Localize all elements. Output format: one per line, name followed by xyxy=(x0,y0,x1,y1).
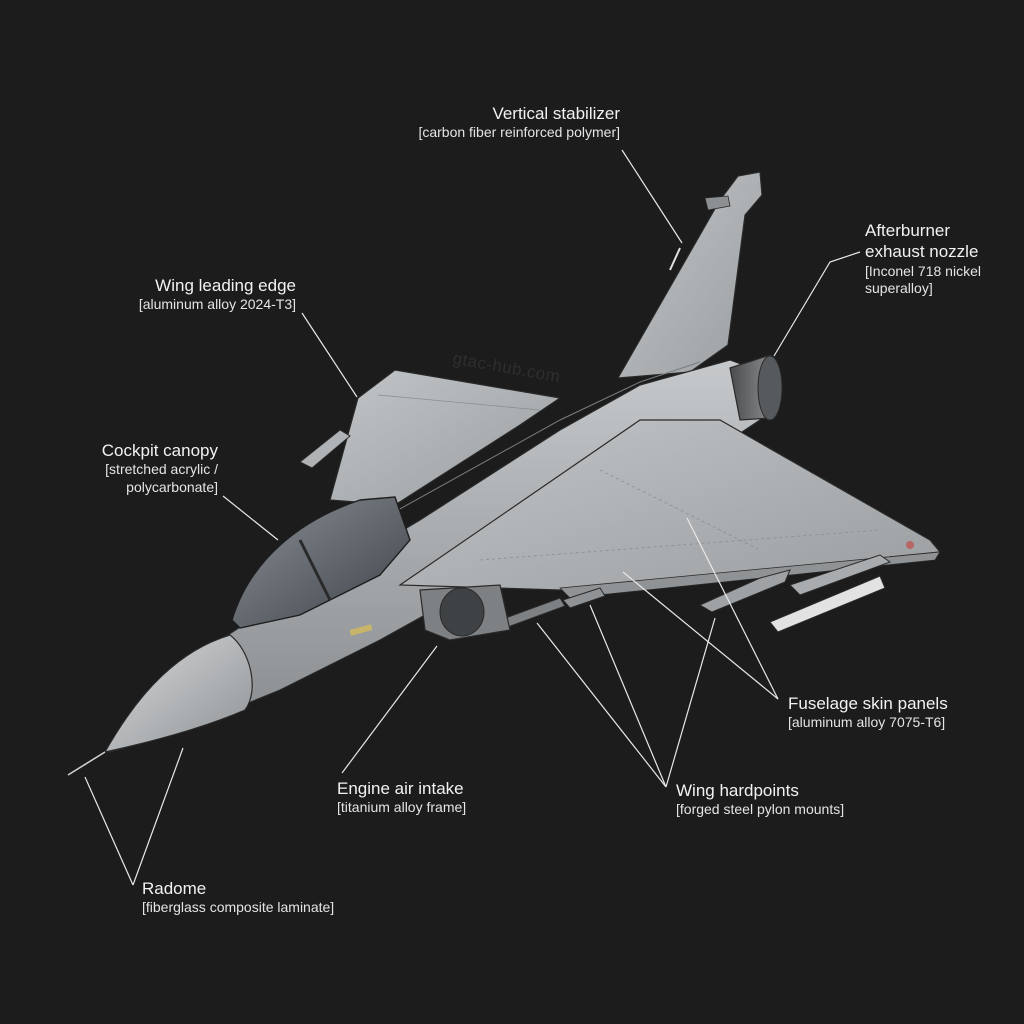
callout-engine-intake: Engine air intake [titanium alloy frame] xyxy=(337,778,537,817)
leader-hardpoints-3 xyxy=(665,617,716,788)
callout-title: Vertical stabilizer xyxy=(492,104,620,123)
radome-shape xyxy=(67,634,253,776)
callout-material-line1: [stretched acrylic / xyxy=(105,461,218,478)
callout-fuselage-skin: Fuselage skin panels [aluminum alloy 707… xyxy=(788,693,1008,732)
callout-material-line2: superalloy] xyxy=(865,280,933,296)
leader-hardpoints-1 xyxy=(536,622,667,788)
callout-title: Engine air intake xyxy=(337,779,464,798)
callout-wing-hardpoints: Wing hardpoints [forged steel pylon moun… xyxy=(676,780,896,819)
callout-title: Radome xyxy=(142,879,207,898)
yellow-marking xyxy=(349,624,373,636)
callout-material-line1: [Inconel 718 nickel xyxy=(865,262,981,279)
roundel xyxy=(906,541,914,549)
callout-material: [aluminum alloy 7075-T6] xyxy=(788,714,946,731)
callout-material: [aluminum alloy 2024-T3] xyxy=(138,296,296,313)
vertical-stabilizer-shape xyxy=(616,171,763,379)
callout-title-line1: Afterburner xyxy=(865,221,951,240)
callout-material-line2: polycarbonate] xyxy=(126,478,218,495)
callout-title-line2: exhaust nozzle xyxy=(865,242,979,262)
callout-vertical-stabilizer: Vertical stabilizer [carbon fiber reinfo… xyxy=(380,103,620,142)
leader-cockpit-canopy xyxy=(222,495,279,541)
leader-hardpoints-2 xyxy=(589,604,667,788)
callout-material: [titanium alloy frame] xyxy=(337,799,467,816)
leader-fuselage-1 xyxy=(622,571,779,700)
canopy-shape xyxy=(231,496,411,629)
leader-vertical-stabilizer xyxy=(621,149,683,244)
callout-cockpit-canopy: Cockpit canopy [stretched acrylic / poly… xyxy=(70,440,218,496)
leader-afterburner xyxy=(773,251,861,357)
leader-fuselage-2 xyxy=(686,517,779,700)
leader-engine-intake xyxy=(341,645,438,774)
callout-material: [carbon fiber reinforced polymer] xyxy=(418,124,620,141)
callout-afterburner: Afterburner exhaust nozzle [Inconel 718 … xyxy=(865,220,1015,298)
leader-radome-1 xyxy=(84,776,134,886)
afterburner-nozzle-shape xyxy=(729,354,783,421)
wing-stores xyxy=(499,554,892,633)
callout-wing-leading-edge: Wing leading edge [aluminum alloy 2024-T… xyxy=(100,275,296,314)
leader-lines xyxy=(84,149,861,886)
callout-title: Cockpit canopy xyxy=(101,441,218,460)
engine-intake-shape xyxy=(419,584,511,641)
left-wingtip-missile xyxy=(299,429,351,469)
callout-title: Wing hardpoints xyxy=(676,781,799,800)
callout-title: Wing leading edge xyxy=(155,276,296,295)
right-wing xyxy=(398,419,942,599)
callout-radome: Radome [fiberglass composite laminate] xyxy=(142,878,402,917)
callout-title: Fuselage skin panels xyxy=(788,694,948,713)
callout-material: [forged steel pylon mounts] xyxy=(676,801,845,818)
leader-radome-2 xyxy=(132,747,184,886)
callout-material: [fiberglass composite laminate] xyxy=(142,899,335,916)
left-wing xyxy=(299,369,562,506)
leader-wing-leading-edge xyxy=(301,312,358,398)
